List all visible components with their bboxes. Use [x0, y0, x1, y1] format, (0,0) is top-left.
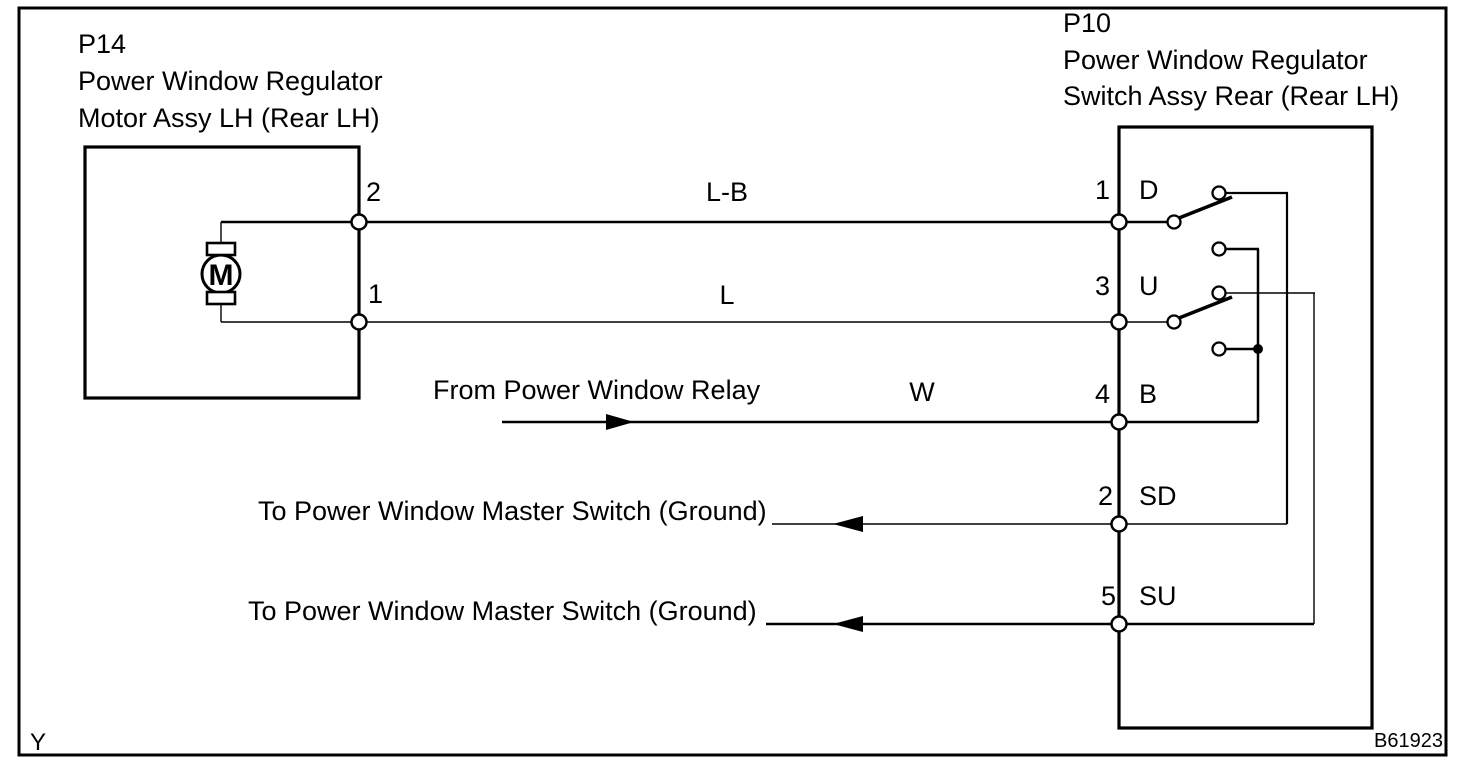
- motor-box: [83, 145, 361, 400]
- contact-u-rest: [1211, 285, 1227, 301]
- figure-code: B61923: [1374, 730, 1443, 752]
- p10-pin4-number: 4: [1095, 379, 1110, 409]
- sheet-letter: Y: [30, 729, 46, 756]
- pivot-d: [1166, 214, 1182, 230]
- contact-u-up: [1211, 341, 1227, 357]
- p10-pin3-number: 3: [1095, 271, 1110, 301]
- terminal-p10-1: [1110, 213, 1128, 231]
- p10-pin1-number: 1: [1095, 175, 1110, 205]
- arrow-to-master-sd: [833, 516, 863, 532]
- junction-dot: [1253, 344, 1263, 354]
- p10-code: P10: [1063, 8, 1111, 38]
- switch-u-blade: [1178, 295, 1233, 320]
- outer-border: [17, 6, 1448, 757]
- p10-pin5-number: 5: [1101, 581, 1116, 611]
- terminal-p10-4: [1110, 413, 1128, 431]
- note-to-master-su: To Power Window Master Switch (Ground): [248, 596, 757, 626]
- terminal-p10-2: [1110, 515, 1128, 533]
- p10-pin1-signal: D: [1139, 175, 1159, 205]
- switch-d-blade: [1178, 195, 1233, 220]
- p14-title-line2: Motor Assy LH (Rear LH): [78, 103, 380, 133]
- motor-brush-top: [205, 241, 237, 257]
- arrow-from-relay: [606, 414, 634, 430]
- pivot-u: [1166, 314, 1182, 330]
- p10-pin2-number: 2: [1098, 481, 1113, 511]
- p10-pin3-signal: U: [1139, 271, 1159, 301]
- p14-title-line1: Power Window Regulator: [78, 66, 383, 96]
- contact-d-rest: [1211, 185, 1227, 201]
- p10-pin5-signal: SU: [1139, 581, 1177, 611]
- note-from-relay: From Power Window Relay: [433, 375, 761, 405]
- motor-symbol-letter: M: [209, 259, 234, 292]
- p10-pin2-signal: SD: [1139, 481, 1177, 511]
- note-to-master-sd: To Power Window Master Switch (Ground): [258, 496, 767, 526]
- wire-label-l: L: [719, 280, 734, 310]
- terminal-p10-5: [1110, 615, 1128, 633]
- p14-pin1-number: 1: [368, 279, 383, 309]
- p14-pin2-number: 2: [366, 177, 381, 207]
- p10-title-line2: Switch Assy Rear (Rear LH): [1063, 81, 1399, 111]
- wire-label-lb: L-B: [706, 177, 748, 207]
- p14-code: P14: [78, 29, 126, 59]
- contact-d-down: [1211, 241, 1227, 257]
- terminal-p10-3: [1110, 313, 1128, 331]
- terminal-p14-2: [350, 213, 368, 231]
- arrow-to-master-su: [833, 616, 863, 632]
- terminal-p14-1: [350, 313, 368, 331]
- p10-title-line1: Power Window Regulator: [1063, 45, 1368, 75]
- motor-brush-bottom: [205, 290, 237, 306]
- wire-label-w: W: [909, 377, 935, 407]
- p10-pin4-signal: B: [1139, 379, 1157, 409]
